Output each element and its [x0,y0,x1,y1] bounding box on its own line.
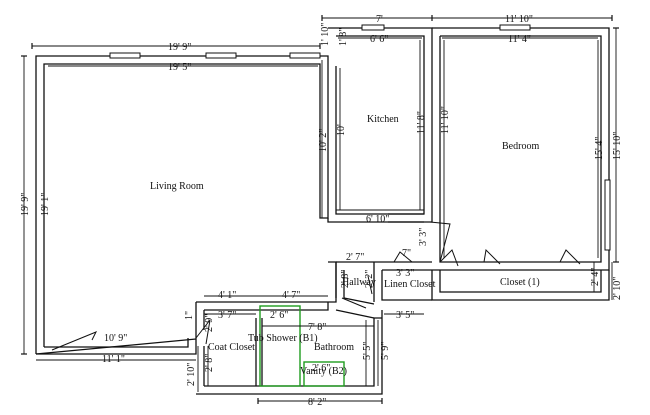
dim-bath-4-7: 4' 7" [282,290,300,301]
window-6 [604,179,611,251]
dim-living-11-1: 11' 1" [102,354,125,365]
dim-top-1-8: 1' 8" [338,28,349,46]
coat-closet-door [195,319,211,345]
window-4 [361,24,385,31]
linen-door [393,251,413,263]
dim-living-19-9: 19' 9" [168,42,191,53]
dimension-lines [21,15,619,404]
living-room-inner-wall [43,63,329,347]
closet-door-right [559,249,581,265]
dim-left-19-1: 19' 1" [40,193,51,216]
dim-top-7ft: 7' [376,14,383,25]
room-label-bedroom: Bedroom [502,141,539,152]
bathroom-wall [195,296,383,395]
room-label-bathroom: Bathroom [314,342,354,353]
dim-bath-3-5: 3' 5" [396,310,414,321]
living-room-bottom-wall [36,338,197,355]
window-5 [499,24,531,31]
dimension-labels: 7' 11' 10" 6' 6" 11' 4" 19' 9" 19' 5" 1'… [20,14,623,408]
dim-bath-5-5: 5' 5" [362,342,373,360]
linen-closet-wall [373,261,432,302]
dim-bedroom-15-4: 15' 4" [594,137,605,160]
window-1 [109,52,141,59]
bath-door [341,297,367,309]
dim-coat-2-8: 2' 8" [204,354,215,372]
dim-one-inch: 1" [184,311,195,320]
fixtures [259,305,345,387]
dim-hall-2-8: 2' 8" [340,270,351,288]
dim-vanity-2-6: 2' 6" [312,363,330,374]
hall-bath-wall [328,261,375,319]
dim-kitchen-10: 10' [336,124,347,136]
closet-door-mid [483,248,501,265]
dim-bath-4-1: 4' 1" [218,290,236,301]
dim-kitchen-6-6: 6' 6" [370,34,388,45]
room-label-coat-closet: Coat Closet [208,342,255,353]
dim-living-10-9: 10' 9" [104,333,127,344]
room-label-tub-shower: Tub Shower (B1) [248,333,318,344]
dim-bath-5-9: 5' 9" [380,342,391,360]
tub-shower-fixture [259,305,301,387]
dim-kitchen-10-2: 10' 2" [318,129,329,152]
dim-bath-8-2: 8' 2" [308,397,326,408]
coat-closet-wall [203,318,263,386]
dim-living-19-5: 19' 5" [168,62,191,73]
dim-left-19-9: 19' 9" [20,193,31,216]
dim-coat-2-10: 2' 10" [186,363,197,386]
dim-tub-2-6: 2' 6" [270,310,288,321]
entry-door [51,331,98,351]
dim-kitchen-3-3: 3' 3" [418,228,429,246]
doors [51,221,581,351]
room-label-vanity: Vanity (B2) [300,366,347,377]
closet-wall [431,270,610,301]
dim-kitchen-6-10: 6' 10" [366,214,389,225]
hall-door [367,275,373,295]
dim-coat-2-9: 2' 9" [204,314,215,332]
dim-kitchen-11-8: 11' 8" [416,111,427,134]
dim-bedroom-11-10: 11' 10" [440,106,451,134]
kitchen-opening [388,213,424,223]
vanity-fixture [303,361,345,387]
dim-bedroom-11-4: 11' 4" [508,34,531,45]
room-label-closet: Closet (1) [500,277,540,288]
dim-bath-7-8: 7' 8" [308,322,326,333]
dim-hall-2-2: 2' 2" [364,270,375,288]
dim-top-1-10: 1' 10" [320,23,331,46]
dim-closet-2-4: 2' 4" [590,268,601,286]
dim-coat-3-7: 3' 7" [218,310,236,321]
room-label-kitchen: Kitchen [367,114,399,125]
dim-top-11-10: 11' 10" [505,14,533,25]
room-labels: Living Room Kitchen Bedroom Hallway Line… [150,114,540,377]
dim-linen-3-3: 3' 3" [396,268,414,279]
window-2 [205,52,237,59]
dim-closet-2-10: 2' 10" [612,277,623,300]
walls [35,27,610,395]
window-3 [289,52,321,59]
room-label-hallway: Hallway [342,277,376,288]
bedroom-door [429,221,451,263]
dim-hall-7: 7" [402,248,411,259]
windows [109,24,611,251]
room-label-linen-closet: Linen Closet [384,279,436,290]
dim-bedroom-15-10: 15' 10" [612,132,623,160]
room-label-living-room: Living Room [150,181,204,192]
dim-hall-2-7: 2' 7" [346,252,364,263]
